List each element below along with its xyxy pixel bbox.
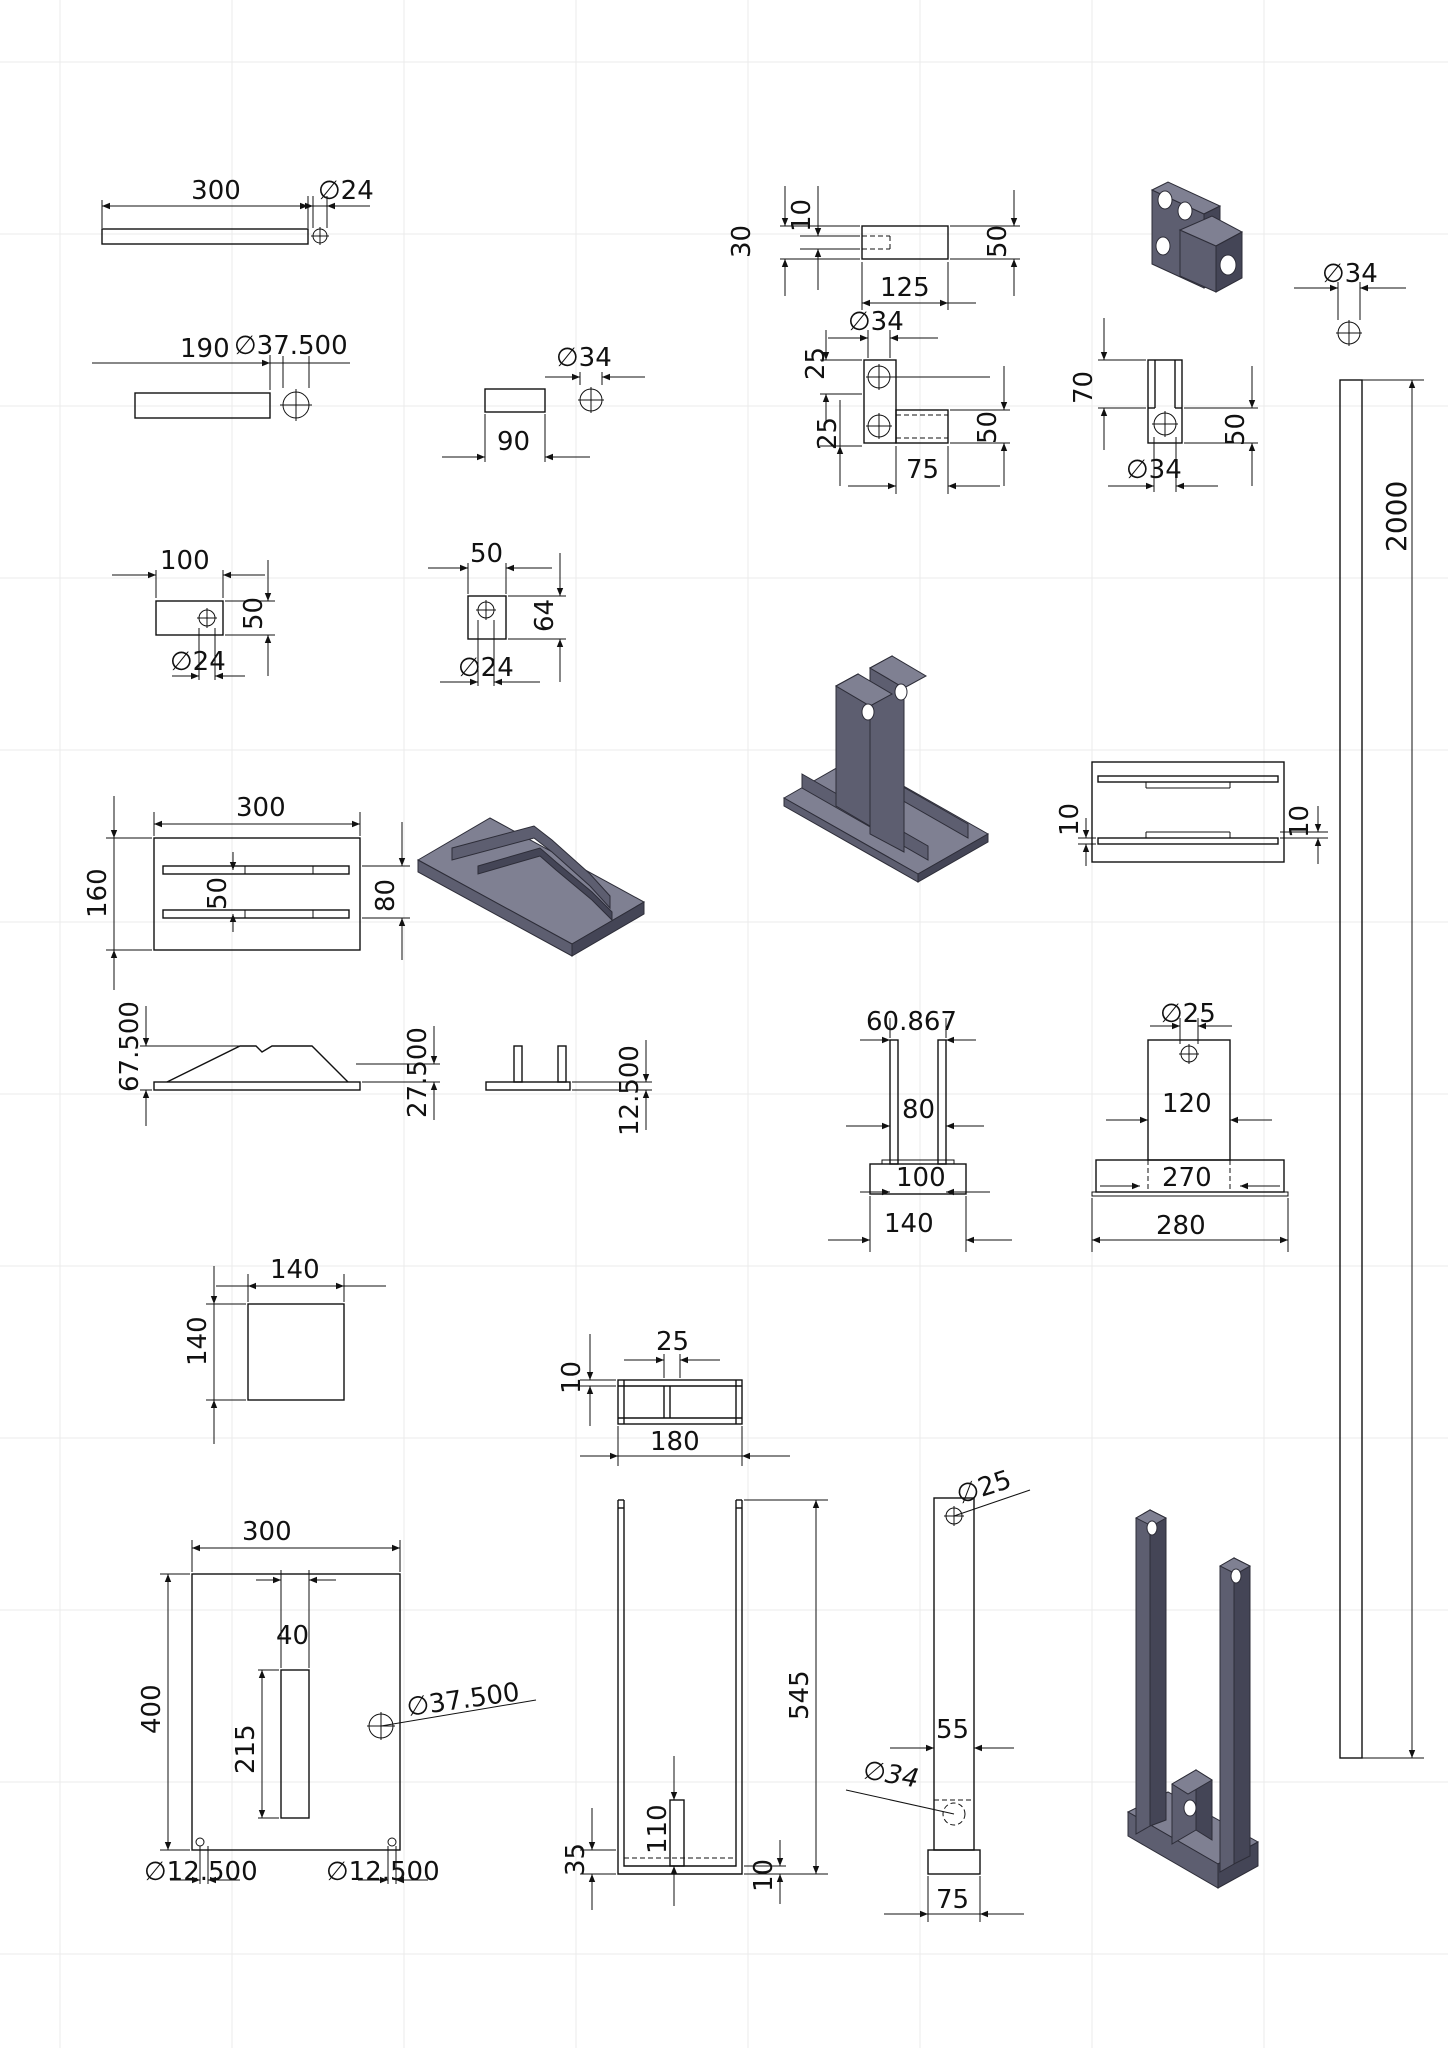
dim-clevis-10: 10: [787, 199, 817, 232]
dim-tall-10: 10: [749, 1859, 779, 1892]
dim-bracket-10a: 10: [1055, 803, 1085, 836]
dim-base-27: 27.500: [403, 1027, 433, 1118]
dim-leg-dia34: ∅34: [861, 1755, 921, 1794]
dim-front-100: 100: [896, 1163, 946, 1193]
dim-pin-dia: ∅37.500: [234, 331, 348, 361]
dim-plate-w: 300: [242, 1517, 292, 1547]
dim-side-280: 280: [1156, 1211, 1206, 1241]
part-bar-300: 300 ∅24: [101, 176, 374, 245]
dim-clevis-50b: 50: [973, 411, 1003, 444]
part-base-end: 12.500: [485, 1040, 652, 1136]
part-short-90: 90 ∅34: [442, 343, 645, 462]
dim-front-80: 80: [902, 1095, 935, 1125]
part-bracket-side: ∅25 120 270 280: [1091, 999, 1289, 1252]
dim-bar-dia: ∅24: [318, 176, 374, 206]
part-base-top: 300 160 50 80: [83, 793, 410, 990]
dim-plate-h: 400: [137, 1684, 167, 1734]
dim-base-80: 80: [371, 879, 401, 912]
dim-short-len: 90: [497, 427, 530, 457]
part-bracket-top: 10 10: [1055, 761, 1328, 866]
part-plate-100: 100 50 ∅24: [112, 546, 275, 680]
dim-sq-h: 140: [183, 1316, 213, 1366]
part-plate-300x400: 300 400 40 215 ∅37.500 ∅12.500 ∅12.500: [137, 1517, 537, 1887]
dim-frame-10: 10: [557, 1361, 587, 1394]
dim-frame-180: 180: [650, 1427, 700, 1457]
dim-side-120: 120: [1162, 1089, 1212, 1119]
dim-plate-40: 40: [276, 1621, 309, 1651]
dim-clevis-75: 75: [906, 455, 939, 485]
dim-leg-dia: ∅25: [953, 1465, 1015, 1511]
dim-plate100-w: 100: [160, 546, 210, 576]
iso-clevis-block: [1150, 181, 1244, 293]
part-clevis-front: ∅34 25 25 50 75: [801, 307, 1010, 494]
dim-tall-110: 110: [643, 1804, 673, 1854]
dim-base-12: 12.500: [615, 1045, 645, 1136]
part-plate-50: 50 64 ∅24: [428, 539, 566, 686]
iso-double-plate-bracket: [782, 655, 990, 883]
dim-plate-dia: ∅37.500: [405, 1677, 522, 1723]
dim-clevis-50a: 50: [983, 225, 1013, 258]
dim-rod-dia: ∅34: [1322, 259, 1378, 289]
dim-pin-length: 190: [180, 334, 230, 364]
dim-bracket-10b: 10: [1285, 805, 1315, 838]
dim-base-w: 300: [236, 793, 286, 823]
dim-plate100-dia: ∅24: [170, 647, 226, 677]
dim-plate100-h: 50: [239, 597, 269, 630]
dim-tall-545: 545: [785, 1670, 815, 1720]
dim-clevis-30: 30: [727, 225, 757, 258]
dim-plate-hole2: ∅12.500: [326, 1857, 440, 1887]
dim-plate50-h: 64: [530, 599, 560, 632]
dim-front-60: 60.867: [866, 1007, 957, 1037]
part-clevis-top: 30 10 50 125: [727, 186, 1020, 310]
part-tall-frame: 545 110 35 10: [561, 1499, 828, 1910]
dim-bar-length: 300: [191, 176, 241, 206]
part-base-side: 67.500 27.500: [115, 1001, 440, 1126]
dim-clevis-side-50: 50: [1221, 413, 1251, 446]
dim-tall-35: 35: [561, 1843, 591, 1876]
dim-base-slot: 50: [203, 877, 233, 910]
dim-clevis-dia: ∅34: [848, 307, 904, 337]
dim-short-dia: ∅34: [556, 343, 612, 373]
dim-plate-hole1: ∅12.500: [144, 1857, 258, 1887]
dim-plate50-dia: ∅24: [458, 653, 514, 683]
dim-leg-75: 75: [936, 1885, 969, 1915]
dim-clevis-side-dia: ∅34: [1126, 455, 1182, 485]
dim-front-140: 140: [884, 1209, 934, 1239]
part-long-rod: ∅34 2000: [1294, 259, 1424, 1759]
dim-clevis-25b: 25: [813, 417, 843, 450]
part-frame-top: 10 25 180: [557, 1327, 790, 1466]
part-clevis-side: 70 50 ∅34: [1069, 318, 1258, 492]
part-leg: ∅25 55 ∅34 75: [845, 1465, 1031, 1922]
dim-side-270: 270: [1162, 1163, 1212, 1193]
dim-clevis-25a: 25: [801, 347, 831, 380]
dim-side-dia: ∅25: [1160, 999, 1216, 1029]
dim-base-h: 160: [83, 868, 113, 918]
dim-plate50-w: 50: [470, 539, 503, 569]
dim-sq-w: 140: [270, 1255, 320, 1285]
dim-clevis-side-70: 70: [1069, 371, 1099, 404]
dim-rod-length: 2000: [1380, 481, 1413, 552]
part-bracket-front: 60.867 80 100 140: [828, 1007, 1012, 1252]
dim-base-67: 67.500: [115, 1001, 145, 1092]
part-square-140: 140 140: [183, 1255, 386, 1444]
part-pin-190: 190 ∅37.500: [92, 331, 350, 421]
iso-base-plate: [416, 817, 646, 957]
iso-final-assembly: [1126, 1509, 1260, 1889]
dim-clevis-125: 125: [880, 273, 930, 303]
dim-frame-25: 25: [656, 1327, 689, 1357]
dim-plate-215: 215: [231, 1724, 261, 1774]
dim-leg-55: 55: [936, 1715, 969, 1745]
